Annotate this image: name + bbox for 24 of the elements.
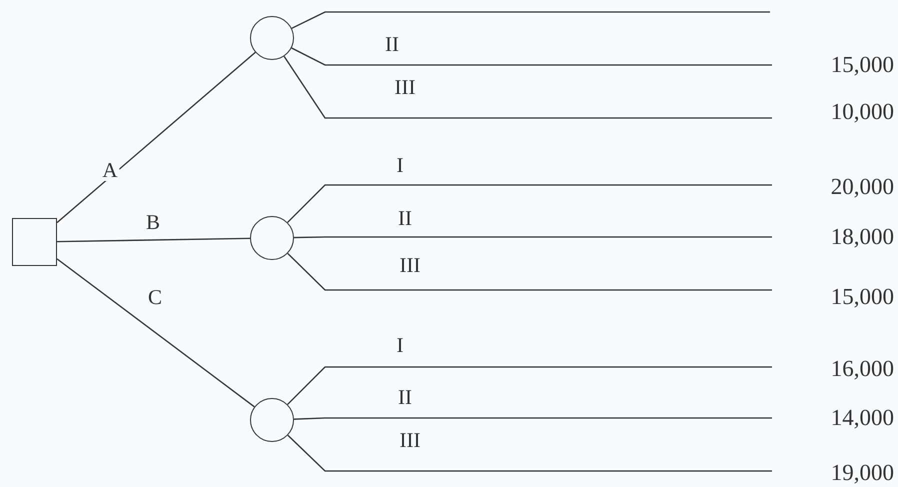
payoff-value: 15,000 [772, 52, 894, 78]
payoff-value: 10,000 [772, 99, 894, 125]
branch-line [287, 366, 772, 405]
branch-line [56, 238, 250, 242]
payoff-value: 19,000 [772, 460, 894, 486]
payoff-value: 20,000 [772, 174, 894, 200]
branch-line [287, 184, 772, 223]
branch-line [294, 236, 772, 238]
branch-line [294, 417, 772, 420]
branch-line [287, 434, 772, 472]
branch-line [284, 56, 772, 119]
branch-line [56, 258, 255, 408]
chance-node [250, 16, 294, 60]
payoff-value: 14,000 [772, 405, 894, 431]
branch-line [291, 47, 772, 66]
branch-line [287, 252, 772, 291]
branch-line [291, 11, 770, 29]
branch-line [56, 52, 256, 224]
decision-node [12, 218, 57, 266]
chance-node [250, 216, 294, 260]
payoff-value: 16,000 [772, 356, 894, 382]
payoff-value: 18,000 [772, 224, 894, 250]
chance-node [250, 398, 294, 442]
payoff-value: 15,000 [772, 284, 894, 310]
